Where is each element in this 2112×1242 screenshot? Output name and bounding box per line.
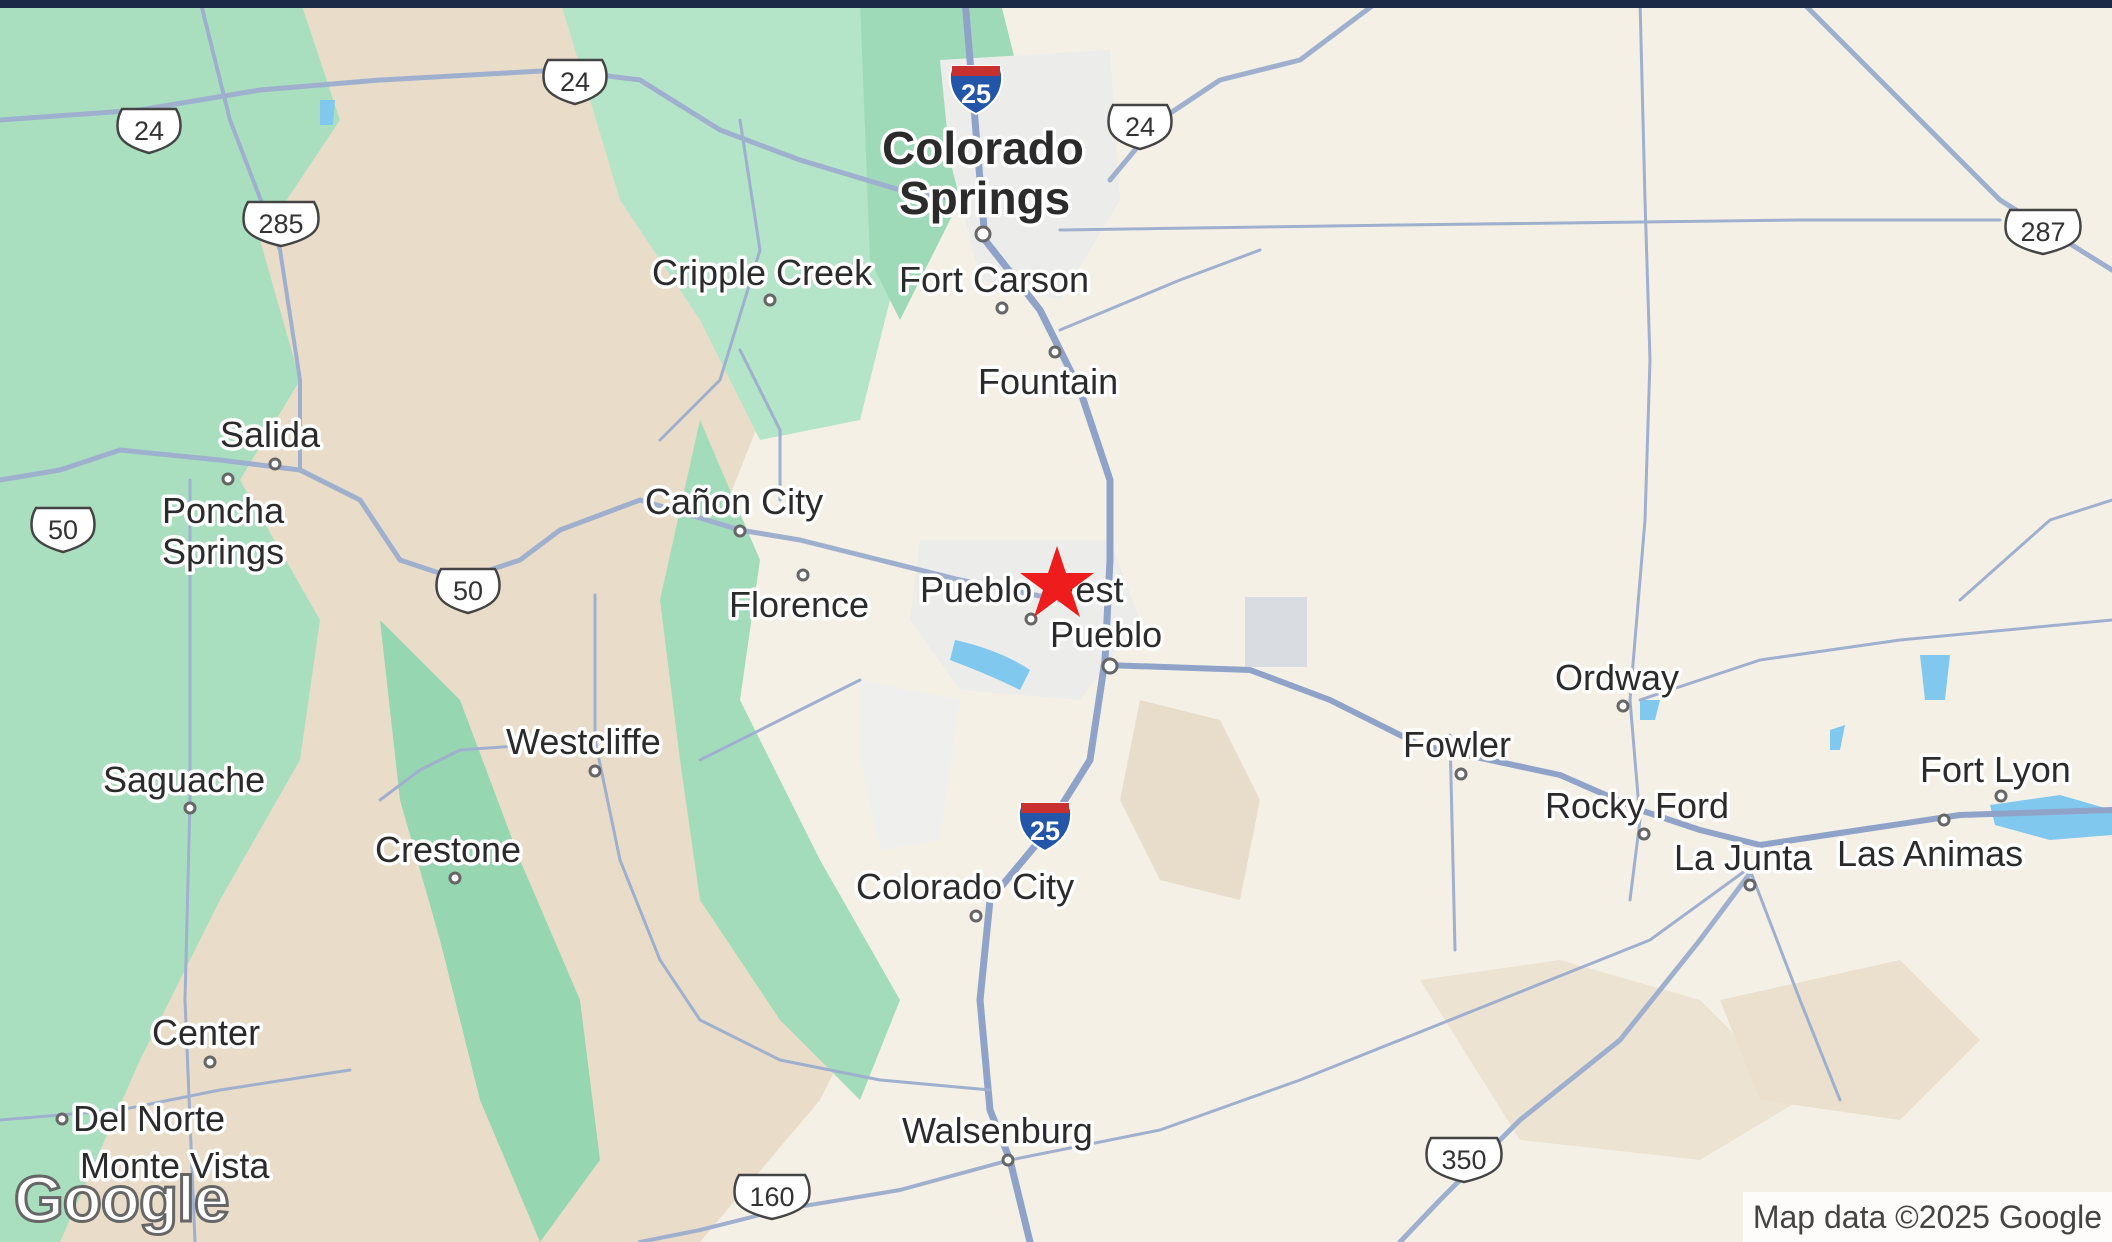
i-25-shield: 25 xyxy=(948,65,1004,116)
top-bar xyxy=(0,0,2112,8)
us-50-label: 50 xyxy=(453,576,483,606)
us-285-shield: 285 xyxy=(242,200,320,248)
label-pueblo-west: Pueblo West xyxy=(920,569,1123,610)
google-logo: Google xyxy=(12,1162,230,1237)
label-crestone: Crestone xyxy=(375,829,521,870)
dot-colorado-city xyxy=(969,909,983,923)
label-poncha-springs: Springs xyxy=(162,531,284,572)
label-fowler: Fowler xyxy=(1403,724,1511,765)
label-monte-vista: Monte Vista xyxy=(80,1145,270,1186)
interstate-shields: 25 25 xyxy=(948,65,1073,853)
label-westcliffe: Westcliffe xyxy=(506,721,661,762)
label-canon-city: Cañon City xyxy=(645,481,823,522)
label-center: Center xyxy=(152,1012,260,1053)
label-pueblo: Pueblo xyxy=(1050,614,1162,655)
highway-shields: 24 24 24 285 50 50 287 350 xyxy=(30,58,2082,1221)
us-287-shield: 287 xyxy=(2004,208,2082,256)
us-24-shield: 24 xyxy=(116,107,182,155)
label-del-norte: Del Norte xyxy=(73,1098,225,1139)
us-50-shield: 50 xyxy=(435,567,501,615)
dot-walsenburg xyxy=(1001,1153,1015,1167)
us-24-label: 24 xyxy=(134,116,164,146)
label-las-animas: Las Animas xyxy=(1837,833,2023,874)
label-fort-carson: Fort Carson xyxy=(899,259,1089,300)
dot-cripple-creek xyxy=(763,293,777,307)
dot-saguache xyxy=(183,801,197,815)
label-saguache: Saguache xyxy=(103,759,265,800)
label-rocky-ford: Rocky Ford xyxy=(1545,785,1729,826)
us-350-shield: 350 xyxy=(1425,1136,1503,1184)
label-colorado-springs: Colorado xyxy=(882,122,1084,174)
dot-fort-lyon xyxy=(1994,789,2008,803)
dot-salida xyxy=(268,457,282,471)
dot-westcliffe xyxy=(588,764,602,778)
place-markers xyxy=(55,225,2008,1167)
dot-la-junta xyxy=(1743,878,1757,892)
dot-del-norte xyxy=(55,1112,69,1126)
i-25-label: 25 xyxy=(961,79,991,109)
dot-ordway xyxy=(1616,699,1630,713)
label-colorado-city: Colorado City xyxy=(856,866,1074,907)
label-la-junta: La Junta xyxy=(1674,837,1813,878)
label-walsenburg: Walsenburg xyxy=(902,1110,1093,1151)
location-marker-star[interactable] xyxy=(1020,546,1094,617)
us-24-label: 24 xyxy=(1125,112,1155,142)
label-florence: Florence xyxy=(729,584,869,625)
dot-rocky-ford xyxy=(1637,827,1651,841)
us-24-shield: 24 xyxy=(1107,103,1173,151)
label-fountain: Fountain xyxy=(978,361,1118,402)
us-24-label: 24 xyxy=(560,67,590,97)
dot-crestone xyxy=(448,871,462,885)
map-attribution[interactable]: Map data ©2025 Google xyxy=(1742,1192,2112,1242)
us-50-label: 50 xyxy=(48,515,78,545)
i-25-shield: 25 xyxy=(1017,802,1073,853)
dot-fort-carson xyxy=(995,301,1009,315)
label-colorado-springs: Springs xyxy=(899,172,1070,224)
label-ordway: Ordway xyxy=(1555,657,1679,698)
us-160-label: 160 xyxy=(749,1182,794,1212)
label-fort-lyon: Fort Lyon xyxy=(1920,749,2071,790)
i-25-label: 25 xyxy=(1030,816,1060,846)
label-salida: Salida xyxy=(220,414,321,455)
terrain-layer xyxy=(0,0,1980,1242)
dot-pueblo-west xyxy=(1024,612,1038,626)
dot-fowler xyxy=(1454,767,1468,781)
us-160-shield: 160 xyxy=(733,1173,811,1221)
dot-florence xyxy=(796,568,810,582)
label-poncha-springs: Poncha xyxy=(162,490,285,531)
us-24-shield: 24 xyxy=(542,58,608,106)
dot-fountain xyxy=(1048,345,1062,359)
water-layer xyxy=(320,100,2112,840)
dot-poncha-springs xyxy=(221,472,235,486)
dot-colorado-springs xyxy=(974,225,992,243)
dot-canon-city xyxy=(733,524,747,538)
dot-las-animas xyxy=(1937,813,1951,827)
us-287-label: 287 xyxy=(2020,217,2065,247)
dot-pueblo xyxy=(1101,657,1119,675)
us-285-label: 285 xyxy=(258,209,303,239)
label-cripple-creek: Cripple Creek xyxy=(652,252,873,293)
us-350-label: 350 xyxy=(1441,1145,1486,1175)
us-50-shield: 50 xyxy=(30,506,96,554)
dot-center xyxy=(203,1055,217,1069)
